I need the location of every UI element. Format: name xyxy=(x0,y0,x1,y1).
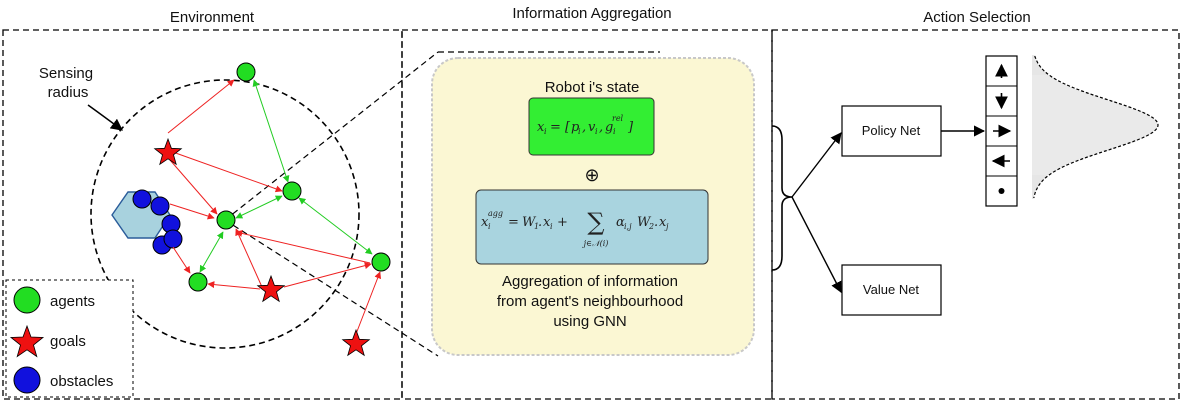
svg-text:α: α xyxy=(616,215,625,230)
svg-text:1: 1 xyxy=(534,222,539,231)
legend-goals-label: goals xyxy=(50,333,86,350)
svg-text:W: W xyxy=(637,215,652,230)
action-panel xyxy=(771,29,1180,400)
svg-text:=: = xyxy=(508,215,519,230)
svg-text:v: v xyxy=(588,120,596,135)
agent-node xyxy=(188,272,208,292)
action-content: Policy Net Value Net xyxy=(771,55,1159,316)
agent-node xyxy=(371,252,391,272)
svg-text:i: i xyxy=(544,127,547,136)
curly-brace xyxy=(771,125,793,271)
svg-text:+: + xyxy=(557,215,568,230)
agent-node xyxy=(282,181,302,201)
obstacle-circle xyxy=(163,229,183,249)
obstacle-circle xyxy=(150,196,170,216)
agent-node-center xyxy=(216,210,236,230)
svg-text:j∈𝒩(i): j∈𝒩(i) xyxy=(582,239,609,248)
robot-state-box xyxy=(528,97,655,156)
agents xyxy=(188,62,391,292)
zoom-line-bottom xyxy=(224,219,439,357)
svg-text:x: x xyxy=(543,215,551,230)
action-distribution xyxy=(1032,55,1159,199)
sensing-label-line2: radius xyxy=(48,84,89,101)
svg-text:g: g xyxy=(605,120,613,135)
svg-text:2: 2 xyxy=(648,222,654,231)
goals xyxy=(153,137,371,357)
legend-agents-label: agents xyxy=(50,293,95,310)
svg-text:x: x xyxy=(659,215,667,230)
legend-goal-symbol xyxy=(9,324,45,358)
zoom-line-top xyxy=(224,51,439,221)
green-edges xyxy=(199,79,373,273)
stay-dot-icon xyxy=(998,188,1005,194)
policy-net-label: Policy Net xyxy=(862,123,921,138)
oplus-symbol: ⊕ xyxy=(584,165,599,185)
svg-text:,: , xyxy=(582,120,586,135)
policy-net-box xyxy=(841,105,942,157)
obstacle-cluster xyxy=(132,189,183,255)
svg-text:i: i xyxy=(578,127,581,136)
goal-star xyxy=(153,137,183,166)
legend-obstacle-symbol xyxy=(13,366,41,394)
red-edges xyxy=(167,79,381,335)
legend: agents goals obstacles xyxy=(5,279,134,398)
environment-scene: Sensing radius xyxy=(5,51,660,398)
svg-text:i: i xyxy=(595,127,598,136)
svg-text:agg: agg xyxy=(488,209,503,218)
svg-text:.: . xyxy=(538,215,542,230)
agent-node xyxy=(236,62,256,82)
environment-title: Environment xyxy=(170,9,255,26)
svg-text:i: i xyxy=(488,222,491,231)
action-title: Action Selection xyxy=(923,9,1031,26)
svg-text:]: ] xyxy=(627,120,634,135)
svg-text:i: i xyxy=(550,222,553,231)
svg-text:= [: = [ xyxy=(550,120,571,135)
value-net-label: Value Net xyxy=(863,282,920,297)
svg-text:i: i xyxy=(613,127,616,136)
caption-line2: from agent's neighbourhood xyxy=(497,293,683,310)
svg-text:p: p xyxy=(571,120,580,135)
legend-agent-symbol xyxy=(13,286,41,314)
robot-state-title: Robot i's state xyxy=(545,79,640,96)
legend-obstacles-label: obstacles xyxy=(50,373,113,390)
goal-star xyxy=(256,274,286,303)
aggregation-box xyxy=(475,189,709,265)
action-list xyxy=(985,55,1018,207)
aggregation-title: Information Aggregation xyxy=(512,5,671,22)
svg-text:W: W xyxy=(522,215,537,230)
svg-text:,: , xyxy=(599,120,603,135)
to-value-arrow xyxy=(791,196,842,293)
obstacle-circle xyxy=(132,189,152,209)
distribution-curve xyxy=(1033,55,1159,199)
aggregation-panel xyxy=(401,29,773,400)
to-policy-arrow xyxy=(791,132,842,198)
svg-text:j: j xyxy=(664,222,669,231)
value-net-box xyxy=(841,264,942,316)
sensing-pointer-arrow xyxy=(87,104,123,131)
svg-text:i,j: i,j xyxy=(624,222,632,231)
goal-star xyxy=(341,328,371,357)
sensing-label-line1: Sensing xyxy=(39,65,93,82)
svg-text:x: x xyxy=(537,120,545,135)
svg-text:∑: ∑ xyxy=(587,208,604,236)
svg-text:x: x xyxy=(481,215,489,230)
caption-line3: using GNN xyxy=(553,313,626,330)
svg-text:rel: rel xyxy=(612,114,624,123)
caption-line1: Aggregation of information xyxy=(502,273,678,290)
svg-text:.: . xyxy=(654,215,658,230)
